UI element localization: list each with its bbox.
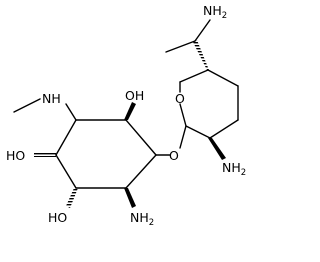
bond <box>125 154 157 189</box>
bond <box>179 103 187 127</box>
pyranose-ring <box>179 69 239 139</box>
bond <box>179 125 187 149</box>
bond <box>125 119 157 156</box>
amine-label-top: NH2 <box>203 3 227 21</box>
cyclohexane-ring <box>55 119 157 189</box>
structure-svg: NH2 O NH2 O NH OH HO HO NH2 <box>6 3 246 228</box>
wedge-bond <box>124 188 136 208</box>
bond <box>13 98 41 113</box>
bond <box>179 69 209 83</box>
molecule-structure: NH2 O NH2 O NH OH HO HO NH2 <box>6 3 247 228</box>
glycosidic-linkage <box>155 125 187 156</box>
bond <box>194 19 211 42</box>
hashed-wedge <box>34 153 56 157</box>
bond <box>185 125 211 139</box>
cyclohexane-substituents <box>13 98 136 208</box>
hydroxyl-label-bottom: HO <box>48 210 67 225</box>
methylamine-label: NH <box>42 91 61 106</box>
atom-labels: NH2 O NH2 O NH OH HO HO NH2 <box>6 3 246 228</box>
bond <box>55 154 77 189</box>
bond <box>165 40 196 53</box>
aminoethyl-group <box>165 19 211 70</box>
bond <box>65 103 77 121</box>
hashed-wedge <box>193 40 209 70</box>
bond <box>209 119 239 139</box>
ring-oxygen-label: O <box>175 91 185 106</box>
bond <box>55 119 77 156</box>
amine-label-bottom: NH2 <box>130 210 154 228</box>
linker-oxygen-label: O <box>169 148 179 163</box>
hydroxyl-label-left: HO <box>6 148 25 163</box>
bond <box>207 69 239 87</box>
amine-label-ring: NH2 <box>222 160 246 178</box>
hashed-wedge <box>66 188 78 208</box>
hydroxyl-label-top: OH <box>125 88 144 103</box>
wedge-bond <box>208 138 226 160</box>
wedge-bond <box>124 102 136 120</box>
